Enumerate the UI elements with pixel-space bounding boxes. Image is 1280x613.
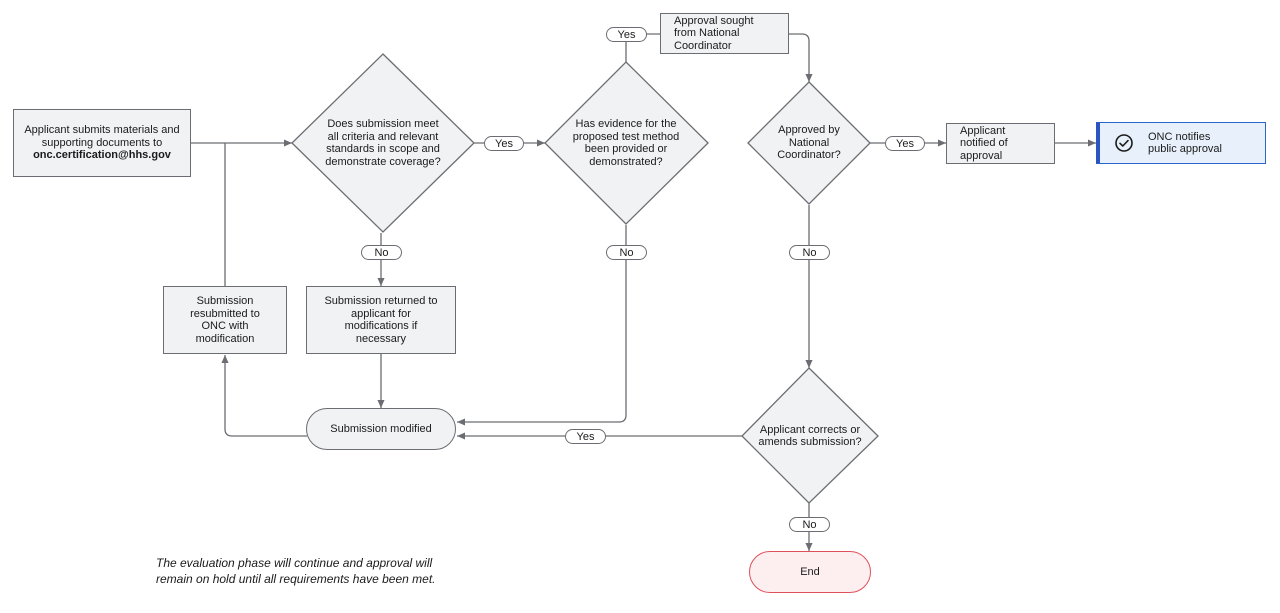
label-yes-approved: Yes — [885, 136, 925, 151]
notified-approval-box: Applicant notified of approval — [946, 123, 1055, 164]
start-line-2: supporting documents to — [41, 136, 163, 149]
submission-modified-pill: Submission modified — [306, 408, 456, 450]
returned-box: Submission returned to applicant for mod… — [306, 286, 456, 354]
label-yes-corrects: Yes — [565, 429, 606, 444]
decision-approved-diamond — [747, 81, 871, 205]
resubmitted-box: Submission resubmitted to ONC with modif… — [163, 286, 287, 354]
label-no-evidence: No — [606, 245, 647, 260]
end-pill: End — [749, 551, 871, 593]
approval-sought-box: Approval sought from National Coordinato… — [660, 13, 789, 54]
start-email: onc.certification@hhs.gov — [33, 149, 171, 162]
label-no-corrects: No — [789, 517, 830, 532]
onc-notifies-box: ONC notifies public approval — [1096, 122, 1266, 164]
evaluation-note: The evaluation phase will continue and a… — [156, 556, 456, 587]
decision-criteria-text: Does submission meet all criteria and re… — [325, 118, 441, 168]
label-yes-evidence: Yes — [606, 27, 647, 42]
onc-notifies-text: ONC notifies public approval — [1148, 130, 1222, 156]
decision-evidence-text: Has evidence for the proposed test metho… — [572, 118, 680, 168]
label-yes-criteria: Yes — [484, 136, 524, 151]
decision-corrects-diamond — [741, 367, 879, 504]
edge-modified-to-resubmitted — [221, 355, 307, 437]
label-no-approved: No — [789, 245, 830, 260]
decision-evidence-diamond — [544, 61, 709, 225]
start-line-1: Applicant submits materials and — [24, 124, 180, 137]
decision-criteria-diamond — [291, 53, 475, 233]
note-line-1: The evaluation phase will continue and a… — [156, 556, 433, 570]
start-box: Applicant submits materials and supporti… — [13, 109, 191, 177]
note-line-2: remain on hold until all requirements ha… — [156, 571, 436, 586]
edge-approval-sought-to-approved — [789, 33, 813, 82]
edge-evidence-no-to-modified — [457, 225, 627, 426]
label-no-criteria: No — [361, 245, 402, 260]
decision-approved-text: Approved by National Coordinator? — [777, 124, 841, 162]
decision-corrects-text: Applicant corrects or amends submission? — [758, 423, 862, 449]
check-circle-icon — [1115, 134, 1133, 152]
